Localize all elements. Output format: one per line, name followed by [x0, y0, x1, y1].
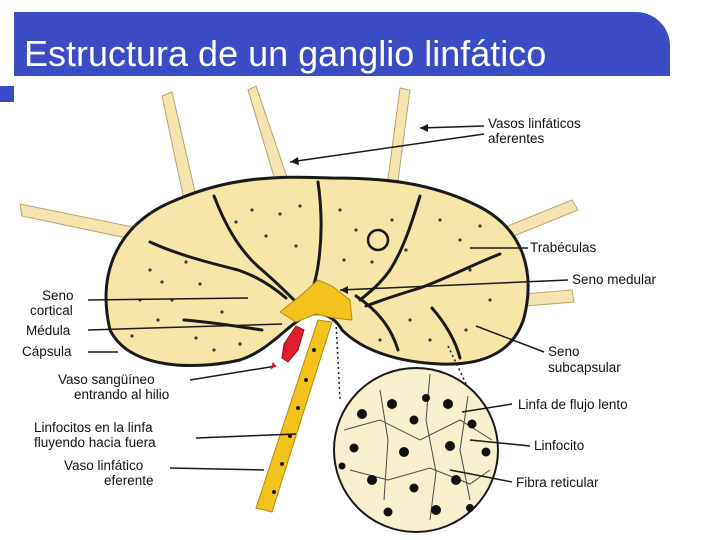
trabeculae	[148, 180, 502, 360]
label-afferent-1: Vasos linfáticos	[488, 116, 581, 131]
label-trabeculae: Trabéculas	[530, 240, 597, 255]
label-slow-lymph: Linfa de flujo lento	[518, 397, 628, 412]
label-cortical-1: Seno	[42, 288, 74, 303]
label-efferent-1: Vaso linfático	[64, 458, 143, 473]
blood-vessel	[281, 325, 305, 363]
label-subcapsular-2: subcapsular	[548, 360, 621, 375]
magnified-inset	[333, 367, 499, 533]
efferent-lymphocytes	[272, 348, 316, 494]
label-subcapsular-1: Seno	[548, 344, 580, 359]
label-medulla: Médula	[26, 323, 71, 338]
label-capsule: Cápsula	[22, 344, 72, 359]
label-afferent-2: aferentes	[488, 131, 545, 146]
label-cortical-2: cortical	[30, 303, 73, 318]
label-medullary-sinus: Seno medular	[572, 272, 657, 287]
label-blood-vessel-2: entrando al hilio	[74, 387, 169, 402]
slide-title: Estructura de un ganglio linfático	[24, 33, 547, 74]
zoom-guides	[335, 321, 469, 401]
label-reticular-fiber: Fibra reticular	[516, 475, 599, 490]
label-efferent-2: eferente	[104, 473, 154, 488]
label-lymphocytes-flow-2: fluyendo hacia fuera	[34, 435, 156, 450]
hilum	[279, 279, 353, 323]
title-bar	[14, 12, 670, 76]
label-lymphocyte: Linfocito	[534, 438, 584, 453]
germinal-center	[366, 228, 390, 252]
efferent-vessel	[255, 319, 333, 513]
label-lymphocytes-flow-1: Linfocitos en la linfa	[34, 420, 153, 435]
label-blood-vessel-1: Vaso sangüíneo	[58, 372, 155, 387]
diagram-labels: Vasos linfáticos aferentes Trabéculas Se…	[22, 116, 657, 490]
arrowheads	[270, 124, 428, 370]
leader-lines	[87, 125, 569, 483]
